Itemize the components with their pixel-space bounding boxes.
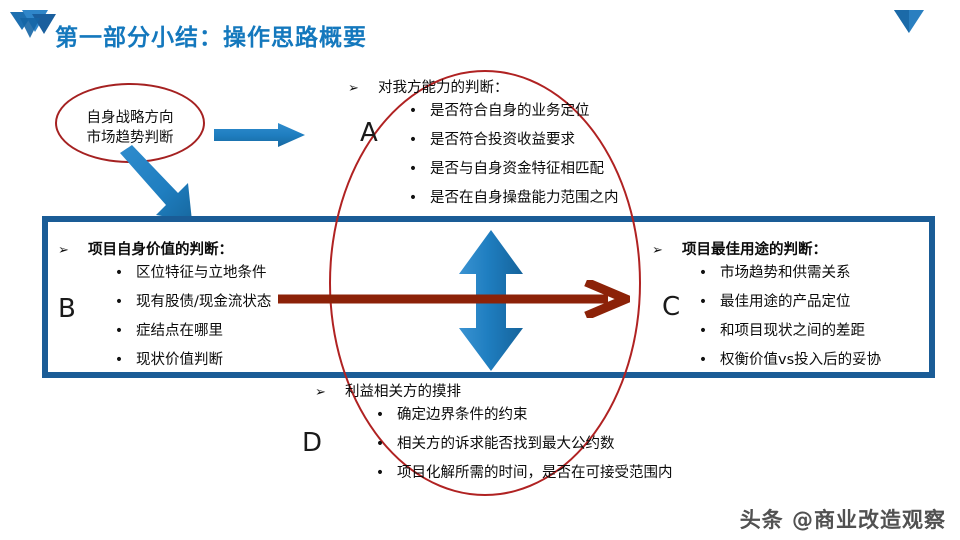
section-a-bullet: • 是否在自身操盘能力范围之内 <box>348 184 619 213</box>
dot-icon: • <box>698 294 708 310</box>
dot-icon: • <box>114 352 124 368</box>
section-a-heading: ➢ 对我方能力的判断： <box>348 76 619 97</box>
dot-icon: • <box>698 323 708 339</box>
section-b-bullet: • 现有股债/现金流状态 <box>58 288 272 317</box>
dot-icon: • <box>408 132 418 148</box>
arrow-bullet-icon: ➢ <box>315 385 326 400</box>
section-b-heading-text: 项目自身价值的判断： <box>88 242 233 258</box>
triangle-cluster-logo <box>10 10 56 38</box>
section-c-bullet-text: 和项目现状之间的差距 <box>720 323 865 339</box>
red-right-arrow <box>278 280 630 318</box>
section-d-bullet-text: 项目化解所需的时间，是否在可接受范围内 <box>397 465 673 481</box>
section-d-bullet: • 相关方的诉求能否找到最大公约数 <box>315 430 673 459</box>
section-b-heading: ➢ 项目自身价值的判断： <box>58 238 271 259</box>
section-c-bullet: • 权衡价值vs投入后的妥协 <box>652 346 881 375</box>
strategy-line-2: 市场趋势判断 <box>86 130 174 146</box>
section-b-bullet: • 现状价值判断 <box>58 346 271 375</box>
section-b-letter: B <box>58 294 76 324</box>
dot-icon: • <box>114 323 124 339</box>
dot-icon: • <box>375 407 385 423</box>
dot-icon: • <box>698 352 708 368</box>
section-b-bullet-text: 症结点在哪里 <box>136 323 223 339</box>
section-d-bullet-text: 相关方的诉求能否找到最大公约数 <box>397 436 615 452</box>
dot-icon: • <box>375 436 385 452</box>
section-c-bullet: • 最佳用途的产品定位 <box>652 288 881 317</box>
section-c-letter: C <box>662 292 681 322</box>
section-b-bullet-text: 区位特征与立地条件 <box>136 265 267 281</box>
section-b-bullet-text: 现状价值判断 <box>136 352 223 368</box>
dot-icon: • <box>408 103 418 119</box>
section-a-bullet: • 是否符合自身的业务定位 <box>348 97 619 126</box>
section-d-heading-text: 利益相关方的摸排 <box>345 384 461 400</box>
page-title: 第一部分小结：操作思路概要 <box>55 25 367 51</box>
arrow-bullet-icon: ➢ <box>652 243 663 258</box>
section-a: ➢ 对我方能力的判断： • 是否符合自身的业务定位 • 是否符合投资收益要求 • 是否与… <box>348 76 619 213</box>
section-b-bullet: • 症结点在哪里 <box>58 317 271 346</box>
section-a-letter: A <box>360 118 378 148</box>
section-c-bullet-text: 最佳用途的产品定位 <box>720 294 851 310</box>
dot-icon: • <box>114 294 124 310</box>
section-a-bullet-text: 是否符合自身的业务定位 <box>430 103 590 119</box>
dot-icon: • <box>408 161 418 177</box>
blue-diagonal-arrow <box>120 145 192 221</box>
section-c-bullet: • 市场趋势和供需关系 <box>652 259 881 288</box>
dot-icon: • <box>408 190 418 206</box>
dot-icon: • <box>698 265 708 281</box>
section-a-bullet: • 是否符合投资收益要求 <box>348 126 619 155</box>
section-d-bullet: • 项目化解所需的时间，是否在可接受范围内 <box>315 459 673 488</box>
section-c-bullet-text: 权衡价值vs投入后的妥协 <box>720 352 882 368</box>
dot-icon: • <box>375 465 385 481</box>
triangle-mark <box>894 10 924 33</box>
section-a-bullet-text: 是否在自身操盘能力范围之内 <box>430 190 619 206</box>
section-a-bullet-text: 是否与自身资金特征相匹配 <box>430 161 604 177</box>
section-b-bullet: • 区位特征与立地条件 <box>58 259 271 288</box>
strategy-ellipse-text: 自身战略方向 市场趋势判断 <box>60 108 200 148</box>
section-a-heading-text: 对我方能力的判断： <box>378 80 509 96</box>
dot-icon: • <box>114 265 124 281</box>
blue-right-arrow <box>214 123 305 147</box>
arrow-bullet-icon: ➢ <box>348 81 359 96</box>
section-c-heading-text: 项目最佳用途的判断： <box>682 242 827 258</box>
section-c: ➢ 项目最佳用途的判断： • 市场趋势和供需关系 • 最佳用途的产品定位 • 和项目现状… <box>652 238 881 375</box>
section-d-heading: ➢ 利益相关方的摸排 <box>315 380 673 401</box>
section-c-bullet-text: 市场趋势和供需关系 <box>720 265 851 281</box>
section-a-bullet-text: 是否符合投资收益要求 <box>430 132 575 148</box>
watermark: 头条 @商业改造观察 <box>739 508 946 532</box>
arrow-bullet-icon: ➢ <box>58 243 69 258</box>
section-d-bullet-text: 确定边界条件的约束 <box>397 407 528 423</box>
section-a-bullet: • 是否与自身资金特征相匹配 <box>348 155 619 184</box>
section-d: ➢ 利益相关方的摸排 • 确定边界条件的约束 • 相关方的诉求能否找到最大公约数 • 项… <box>315 380 673 488</box>
section-d-letter: D <box>302 428 323 458</box>
section-c-heading: ➢ 项目最佳用途的判断： <box>652 238 881 259</box>
section-b-bullet-text: 现有股债/现金流状态 <box>136 294 272 310</box>
section-b: ➢ 项目自身价值的判断： • 区位特征与立地条件 • 现有股债/现金流状态 • 症结点在… <box>58 238 271 375</box>
strategy-line-1: 自身战略方向 <box>86 110 174 126</box>
section-d-bullet: • 确定边界条件的约束 <box>315 401 673 430</box>
section-c-bullet: • 和项目现状之间的差距 <box>652 317 881 346</box>
